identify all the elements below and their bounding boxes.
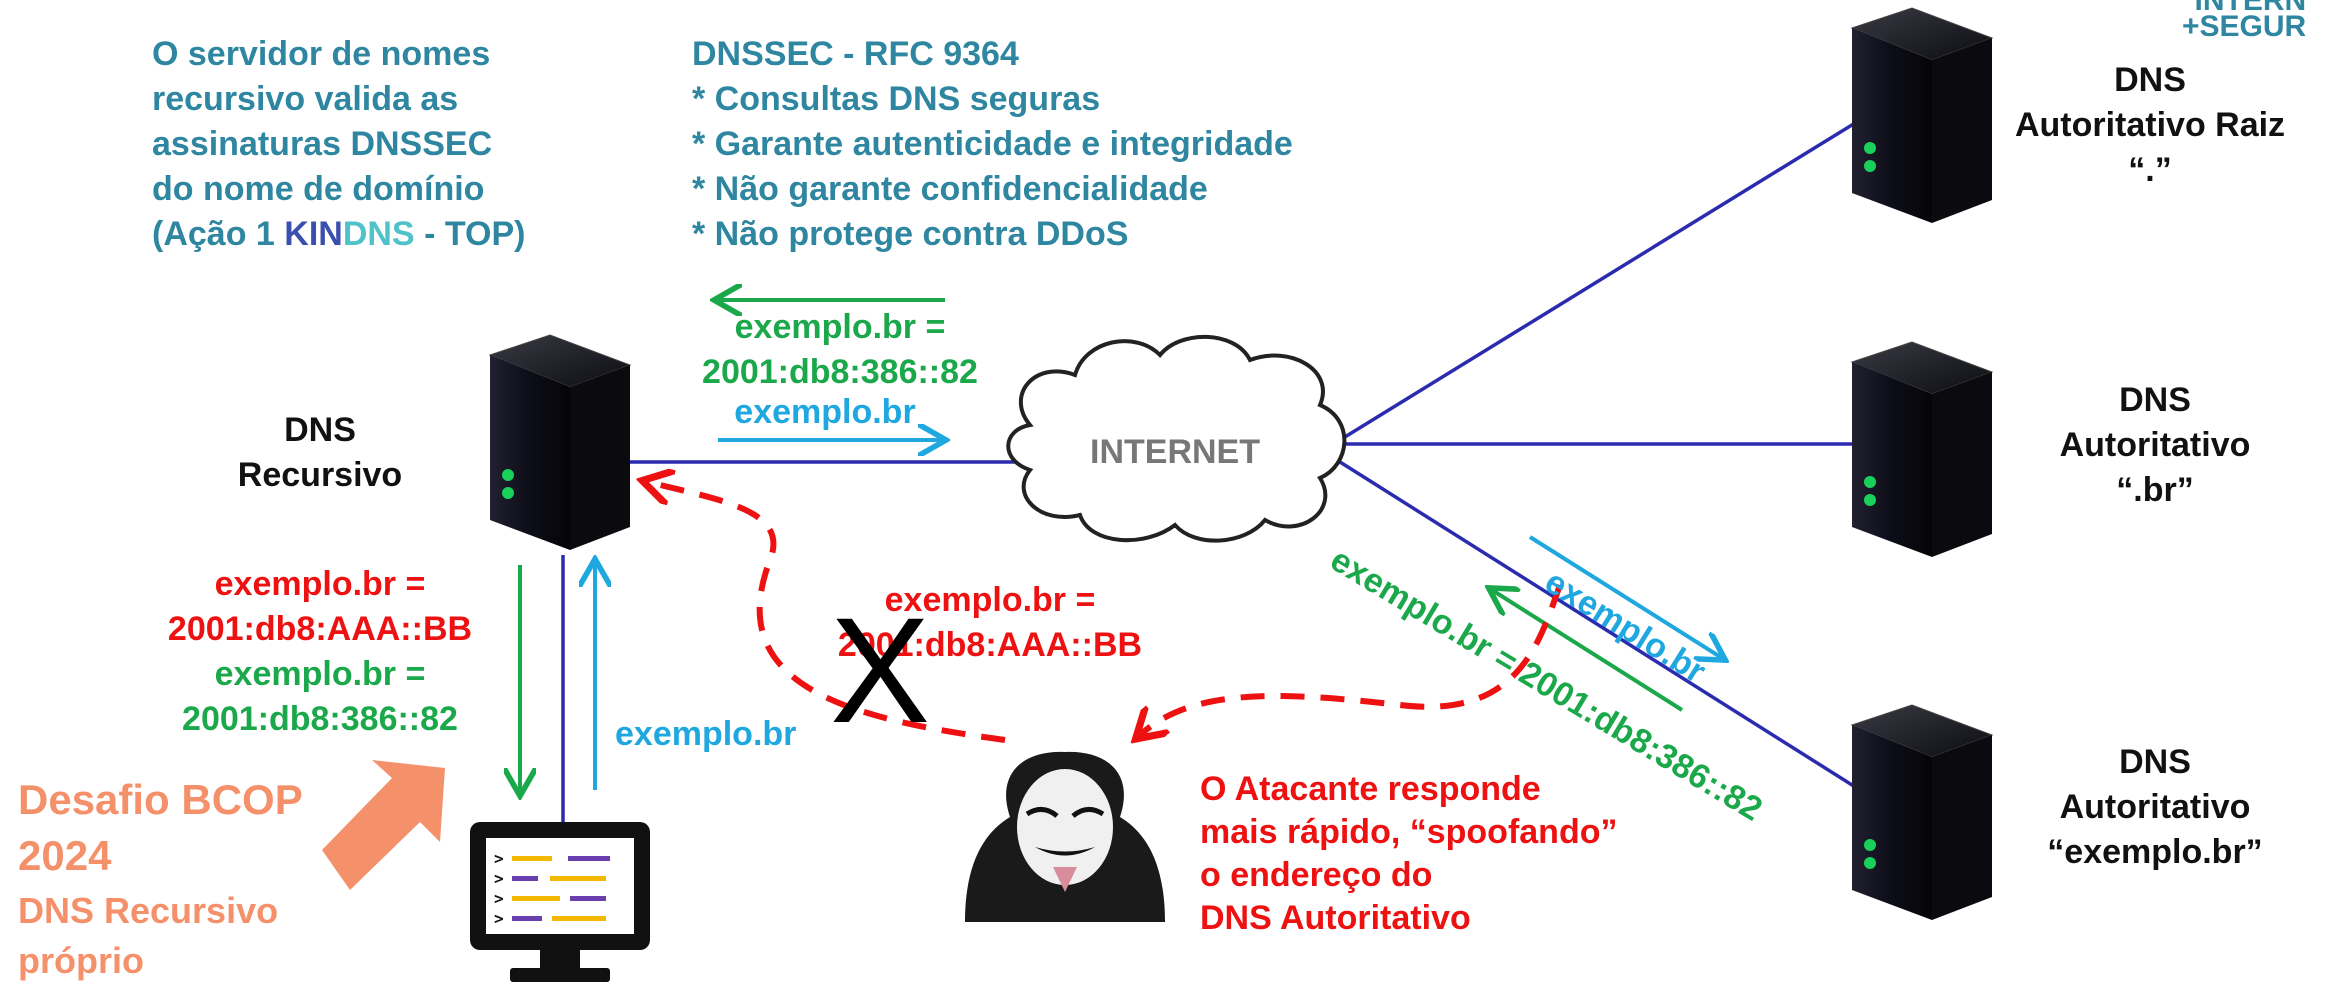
msg-top-answer: exemplo.br = 2001:db8:386::82 bbox=[702, 308, 978, 391]
label-recursive: DNS Recursivo bbox=[200, 408, 440, 498]
internet-label: INTERNET bbox=[1090, 433, 1260, 471]
msg-left-valid: exemplo.br = 2001:db8:386::82 bbox=[182, 655, 458, 738]
dnssec-item: * Não garante confidencialidade bbox=[692, 170, 1208, 208]
server-icon-recursive bbox=[488, 334, 632, 550]
link-internet-exemplo bbox=[1339, 460, 1861, 792]
validation-note-line: O servidor de nomes bbox=[152, 35, 491, 73]
server-icon-br bbox=[1850, 341, 1994, 557]
validation-note-line: do nome de domínio bbox=[152, 170, 485, 208]
client-terminal-icon: > > > > bbox=[470, 822, 650, 982]
dnssec-item: * Consultas DNS seguras bbox=[692, 80, 1101, 118]
label-root-text: DNS Autoritativo Raiz “.” bbox=[2014, 61, 2286, 189]
challenge-title: Desafio BCOP 2024 bbox=[18, 776, 303, 879]
arrow-diag-query bbox=[1528, 535, 1722, 658]
kin-text: KIN bbox=[284, 215, 343, 253]
svg-text:>: > bbox=[494, 849, 504, 868]
msg-client-query: exemplo.br bbox=[615, 715, 797, 753]
connection-lines bbox=[561, 118, 1861, 825]
logo-line-1: INTERN bbox=[2194, 0, 2307, 17]
label-recursive-text: DNS Recursivo bbox=[237, 411, 403, 494]
arrows bbox=[520, 300, 1722, 792]
dnssec-item: * Não protege contra DDoS bbox=[692, 215, 1129, 253]
msg-mid-spoofed: exemplo.br = 2001:db8:AAA::BB bbox=[837, 581, 1143, 664]
svg-text:>: > bbox=[494, 889, 504, 908]
validation-note: O servidor de nomes recursivo valida as … bbox=[152, 32, 525, 257]
spoof-paths bbox=[648, 482, 1563, 740]
attacker-icon bbox=[965, 751, 1165, 922]
blocked-x-mark: X bbox=[830, 586, 931, 754]
label-root: DNS Autoritativo Raiz “.” bbox=[1980, 58, 2320, 193]
link-internet-root bbox=[1339, 118, 1861, 442]
svg-text:>: > bbox=[494, 869, 504, 888]
validation-note-line: (Ação 1 KINDNS - TOP) bbox=[152, 215, 526, 253]
internet-cloud bbox=[1006, 334, 1347, 543]
server-icon-exemplo bbox=[1850, 704, 1994, 920]
label-exemplo: DNS Autoritativo “exemplo.br” bbox=[2020, 740, 2290, 875]
label-br-text: DNS Autoritativo “.br” bbox=[2059, 381, 2251, 509]
validation-note-line: recursivo valida as bbox=[152, 80, 459, 118]
logo-line-2: +SEGUR bbox=[2182, 10, 2307, 43]
validation-note-line: assinaturas DNSSEC bbox=[152, 125, 493, 163]
dnssec-title: DNSSEC - RFC 9364 bbox=[692, 35, 1019, 73]
dnssec-note: DNSSEC - RFC 9364 * Consultas DNS segura… bbox=[692, 32, 1293, 257]
label-br: DNS Autoritativo “.br” bbox=[2030, 378, 2280, 513]
server-icon-root bbox=[1850, 7, 1994, 223]
attacker-note: O Atacante responde mais rápido, “spoofa… bbox=[1200, 770, 1618, 937]
label-exemplo-text: DNS Autoritativo “exemplo.br” bbox=[2047, 743, 2263, 871]
dnssec-item: * Garante autenticidade e integridade bbox=[692, 125, 1293, 163]
spoof-path-from-auth bbox=[1140, 583, 1563, 735]
arrow-diag-answer bbox=[1492, 590, 1684, 712]
dns-text: DNS bbox=[342, 215, 415, 253]
msg-top-query: exemplo.br bbox=[734, 393, 916, 431]
challenge-arrow-icon bbox=[322, 760, 445, 890]
msg-left-spoofed: exemplo.br = 2001:db8:AAA::BB bbox=[167, 565, 473, 648]
challenge-subtitle: DNS Recursivo próprio bbox=[18, 890, 279, 981]
svg-text:>: > bbox=[494, 909, 504, 928]
brand-logo: INTERN +SEGUR bbox=[2182, 0, 2307, 43]
